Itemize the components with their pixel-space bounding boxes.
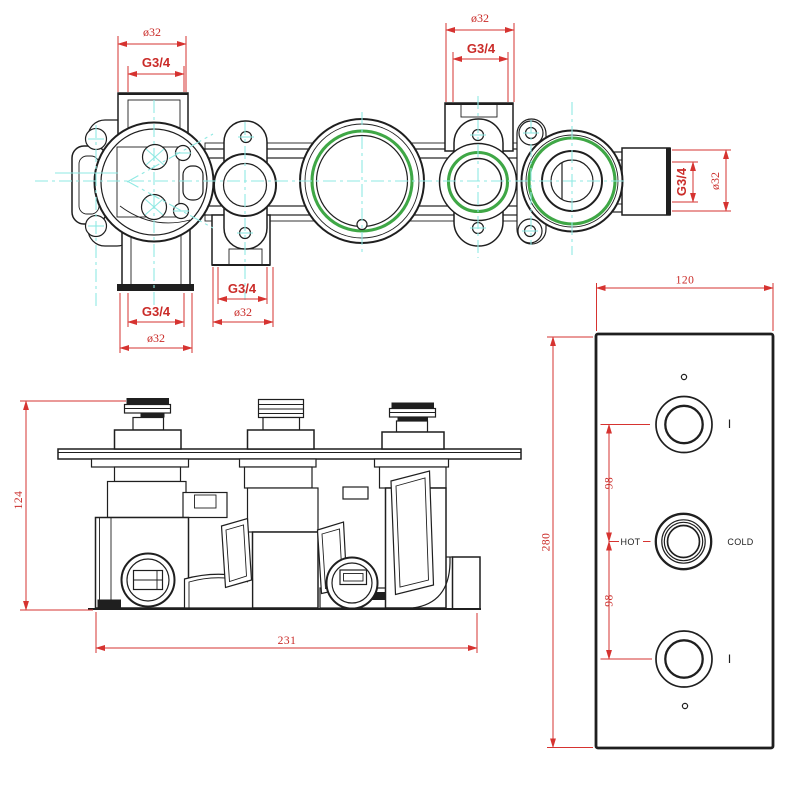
middle-right-flange [438,102,518,247]
dim-label-height: 124 [13,491,25,510]
dim-plate-height: 280 [541,336,593,749]
dim-label-dia: ø32 [147,331,165,345]
dim-top-left-port: ø32 G3/4 [117,25,187,92]
indicator-dot-bottom [681,702,689,710]
cold-label: COLD [727,537,753,547]
dim-label-dia: ø32 [708,172,722,190]
dim-right-port: ø32 G3/4 [672,149,731,212]
dim-front-width: 231 [95,612,478,653]
dim-label-thread: G3/4 [142,304,171,319]
dim-plate-width: 120 [595,275,774,331]
dim-label-dia: ø32 [471,11,489,25]
body-tab-1 [182,491,228,519]
dim-label-dia: ø32 [143,25,161,39]
knob-middle [654,512,713,571]
cartridge-3-body [316,458,450,610]
faceplate-outline [594,332,775,750]
faceplate-view: HOT COLD 120 280 98 [541,275,775,750]
dim-label-thread: G3/4 [674,167,689,196]
hot-label: HOT [621,537,641,547]
inlet-port-front-left [120,552,176,608]
dim-label-thread: G3/4 [467,41,496,56]
dim-label-thread: G3/4 [142,55,171,70]
front-view: 124 231 [13,398,522,653]
body-tab-2 [342,486,369,500]
dim-label-plate-height: 280 [541,533,553,552]
dim-knob-pitch-lower: 98 [600,540,652,660]
dim-knob-pitch-upper: 98 [600,423,650,543]
dim-label-pitch-lower: 98 [604,594,616,607]
cartridge-1-top [113,398,182,450]
cartridge-3-top [381,402,445,450]
knob-top [655,395,713,454]
dim-top-right-port: ø32 G3/4 [445,11,515,102]
cartridge-2-body [183,458,369,609]
top-view: ø32 G3/4 ø32 G3/4 ø32 G3/4 [35,11,731,353]
dim-label-thread: G3/4 [228,281,257,296]
centerlines-top-view [35,96,625,310]
middle-left-flange [211,120,277,266]
retaining-clip-1 [220,517,253,589]
cartridge-1-body [90,458,228,609]
dim-label-pitch-upper: 98 [604,477,616,490]
port-right [621,147,671,216]
dim-label-width: 231 [278,635,297,647]
dim-label-dia: ø32 [234,305,252,319]
wall-plate [57,448,522,460]
knob-bottom [655,630,713,688]
dim-label-plate-width: 120 [676,275,695,287]
retaining-clip-3 [390,470,435,596]
inlet-port-front-right [325,556,379,610]
dim-bottom-left-port: G3/4 ø32 [119,293,193,353]
dim-front-height: 124 [13,400,126,611]
indicator-dot-top [680,373,688,381]
dim-bottom-middle-port: G3/4 ø32 [212,267,274,327]
cartridge-2-top [246,398,315,450]
